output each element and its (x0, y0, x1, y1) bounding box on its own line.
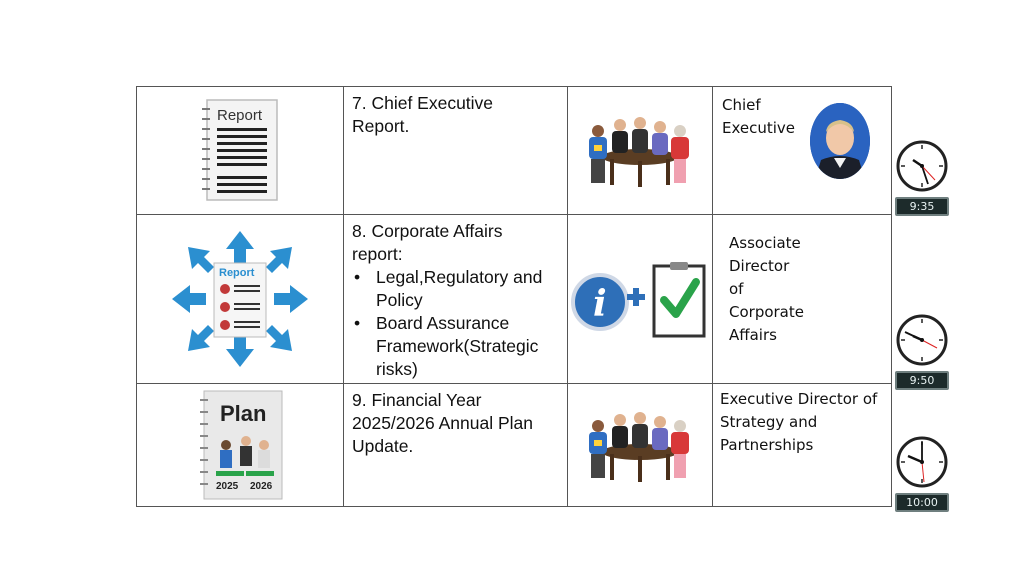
item-8-bullet-1: Legal,Regulatory and Policy (354, 266, 559, 312)
item-8-title-line-2: report: (352, 243, 403, 264)
clock-item-9: 10:00 (895, 436, 949, 512)
owner-8-cell: Associate Director of Corporate Affairs (712, 213, 892, 385)
report-doc-label: Report (217, 107, 263, 124)
plan-document-icon: Plan 2025 2026 (200, 390, 283, 500)
chief-executive-avatar (810, 103, 870, 179)
agenda-table: Report 7. Chief Executive Report. (136, 86, 892, 507)
item-9-cell: 9. Financial Year 2025/2026 Annual Plan … (343, 383, 568, 507)
owner-9-line-2: Strategy and (720, 413, 818, 432)
info-checklist-cell: i (567, 213, 713, 385)
item-8-bullet-list: Legal,Regulatory and Policy Board Assura… (352, 266, 559, 381)
agenda-row-7: Report 7. Chief Executive Report. (136, 86, 892, 215)
info-plus-checklist-icon: i (571, 262, 706, 338)
agenda-row-8: Report 8. Corporate Affairs report: Lega… (136, 213, 892, 385)
clock-icon (896, 436, 948, 488)
report-icon-cell: Report (136, 86, 344, 215)
item-7-title-line-2: Report. (352, 116, 410, 136)
owner-9-cell: Executive Director of Strategy and Partn… (712, 383, 892, 507)
item-8-title-line-1: 8. Corporate Affairs (352, 220, 503, 241)
clock-time-8: 9:50 (895, 371, 949, 390)
owner-9-line-1: Executive Director of (720, 390, 878, 409)
item-9-title-line-3: Update. (352, 436, 414, 457)
item-8-bullet-2: Board Assurance Framework(Strategic risk… (354, 312, 559, 381)
owner-8-line-2: Director (729, 256, 790, 275)
owner-8-line-1: Associate (729, 233, 801, 252)
owner-7-cell: Chief Executive (712, 86, 892, 215)
meeting-picture-cell (567, 86, 713, 215)
plan-year-2-label: 2026 (250, 481, 273, 492)
meeting-group-icon (589, 117, 689, 188)
report-arrows-icon-cell: Report (136, 213, 344, 385)
report-arrows-icon: Report (172, 231, 308, 367)
owner-7-line-1: Chief (722, 96, 761, 114)
clock-item-7: 9:35 (895, 140, 949, 216)
plan-doc-label: Plan (220, 401, 266, 426)
info-icon: i (593, 283, 607, 325)
report-arrows-label: Report (219, 267, 255, 279)
clock-icon (896, 140, 948, 192)
report-document-icon: Report (202, 99, 278, 202)
owner-8-line-3: of (729, 279, 744, 298)
clock-item-8: 9:50 (895, 314, 949, 390)
owner-7-line-2: Executive (722, 119, 796, 137)
clock-time-7: 9:35 (895, 197, 949, 216)
item-9-title-line-2: 2025/2026 Annual Plan (352, 413, 533, 434)
item-7-cell: 7. Chief Executive Report. (343, 86, 568, 215)
item-7-title-line-1: 7. Chief Executive (352, 93, 494, 113)
agenda-row-9: Plan 2025 2026 9. Financial Year 2025/20… (136, 383, 892, 507)
item-8-cell: 8. Corporate Affairs report: Legal,Regul… (343, 213, 568, 385)
plan-icon-cell: Plan 2025 2026 (136, 383, 344, 507)
plan-year-1-label: 2025 (216, 481, 239, 492)
owner-8-line-4: Corporate (729, 302, 804, 321)
clock-time-9: 10:00 (895, 493, 949, 512)
owner-9-line-3: Partnerships (720, 436, 814, 455)
clock-icon (896, 314, 948, 366)
meeting-picture-cell-2 (567, 383, 713, 507)
owner-8-line-5: Affairs (729, 325, 777, 344)
meeting-group-icon-2 (589, 412, 689, 483)
item-9-title-line-1: 9. Financial Year (352, 390, 482, 411)
